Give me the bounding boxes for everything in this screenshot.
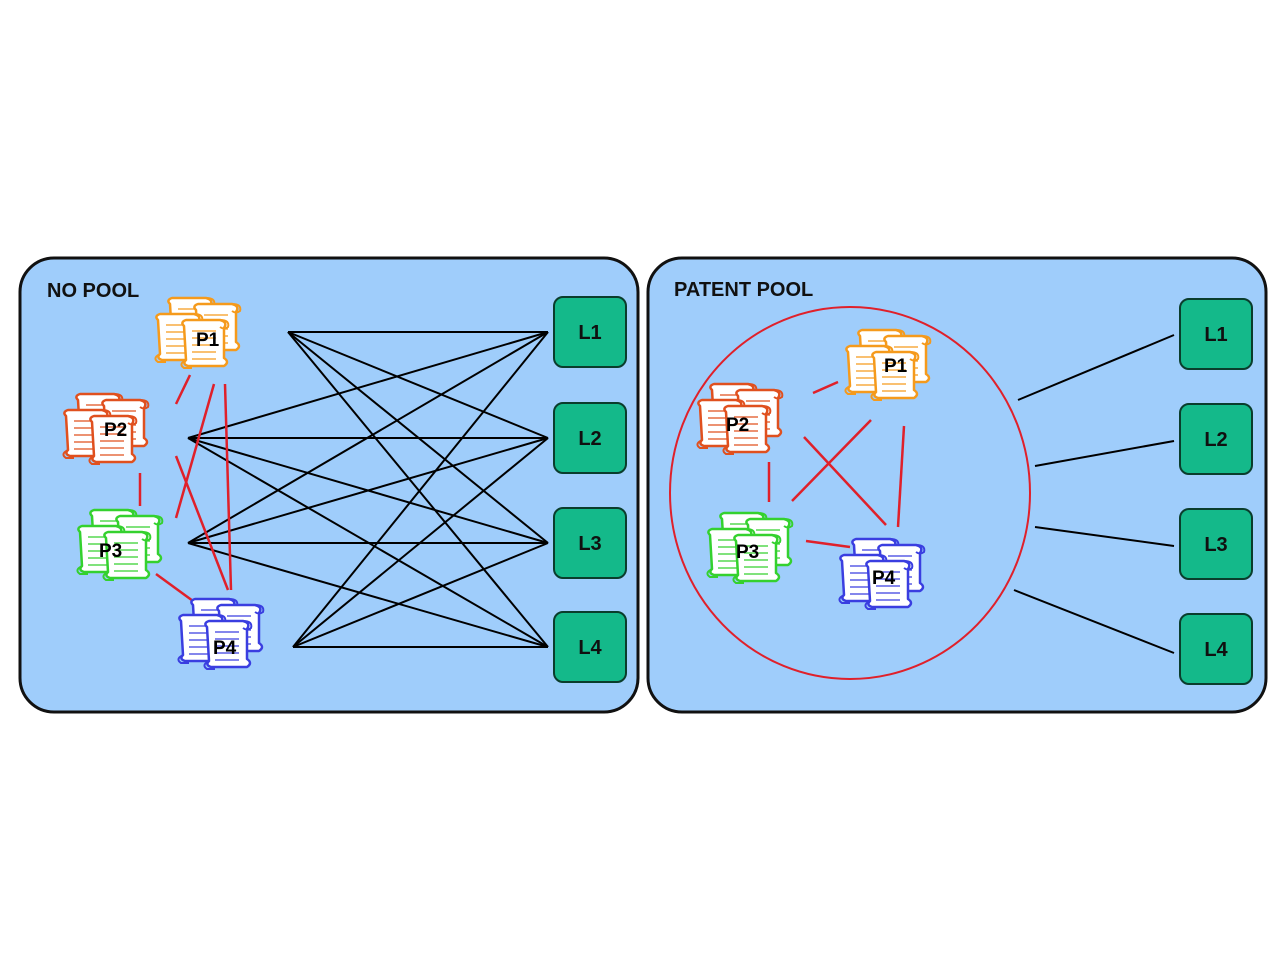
scroll-sheet (870, 350, 920, 401)
patent-scroll-stack-icon (844, 328, 932, 401)
link-pool-l4 (1013, 589, 1175, 654)
patent-label: P1 (884, 356, 908, 377)
no-pool-licensee-l3: L3 (553, 507, 627, 579)
cross-p1-p3 (174, 383, 216, 519)
link-pool-l1 (1017, 334, 1175, 401)
patent-scroll-stack-icon (154, 296, 242, 369)
cross-p2-p4 (803, 436, 887, 526)
pool-licensee-l3: L3 (1179, 508, 1253, 580)
cross-p2-p1 (812, 380, 839, 395)
licensee-box (1179, 403, 1253, 475)
link-p2-l1 (187, 331, 549, 439)
link-p4-l3 (292, 542, 549, 648)
pool-cross-links (767, 380, 906, 549)
patent-scroll-stack-icon (76, 508, 164, 581)
licensee-box (1179, 508, 1253, 580)
licensee-label: L1 (1204, 324, 1227, 346)
no-pool-panel-background (18, 256, 640, 714)
cross-p1-p4 (223, 383, 233, 591)
link-p3-l1 (187, 331, 549, 544)
patent-pool-title: PATENT POOL (674, 279, 813, 301)
pool-patent-p3: P3 (706, 511, 794, 584)
pool-patent-p2: P2 (696, 382, 784, 455)
link-p4-l1 (292, 331, 549, 648)
cross-p1-p3 (791, 419, 872, 502)
scroll-sheet (88, 414, 138, 465)
pool-license-links (1013, 334, 1175, 654)
no-pool-cross-links (138, 374, 233, 603)
scroll-sheet (102, 530, 152, 581)
licensee-box (553, 611, 627, 683)
licensee-box (553, 296, 627, 368)
link-pool-l3 (1034, 526, 1175, 547)
patent-pool-panel-background (646, 256, 1268, 714)
patent-label: P4 (872, 568, 896, 589)
link-p3-l2 (187, 437, 549, 544)
no-pool-licensee-l1: L1 (553, 296, 627, 368)
pool-licensee-l2: L2 (1179, 403, 1253, 475)
scroll-sheet (722, 404, 772, 455)
patent-label: P2 (104, 420, 127, 441)
licensee-box (1179, 613, 1253, 685)
licensee-label: L3 (578, 533, 601, 555)
licensee-label: L2 (1204, 429, 1227, 451)
link-p1-l4 (287, 331, 549, 648)
cross-p1-p2 (174, 374, 192, 405)
pool-boundary-circle (669, 306, 1031, 680)
no-pool-patent-p2: P2 (62, 392, 150, 465)
no-pool-patent-p3: P3 (76, 508, 164, 581)
licensee-box (553, 402, 627, 474)
no-pool-licensee-l2: L2 (553, 402, 627, 474)
licensee-label: L3 (1204, 534, 1227, 556)
patent-scroll-stack-icon (706, 511, 794, 584)
pool-licensee-l4: L4 (1179, 613, 1253, 685)
patent-pool-panel: PATENT POOL P1 P2 (646, 256, 1268, 714)
no-pool-patent-p1: P1 (154, 296, 242, 369)
scroll-sheet (732, 533, 782, 584)
cross-p3-p4 (155, 572, 194, 603)
patent-scroll-stack-icon (62, 392, 150, 465)
no-pool-patent-p4: P4 (177, 597, 265, 670)
scroll-sheet (180, 318, 230, 369)
scroll-sheet (203, 619, 253, 670)
licensee-label: L4 (1204, 639, 1228, 661)
patent-scroll-stack-icon (696, 382, 784, 455)
licensee-label: L2 (578, 428, 601, 450)
licensee-box (553, 507, 627, 579)
patent-label: P3 (99, 541, 122, 562)
no-pool-panel: NO POOL (18, 256, 640, 714)
link-p4-l2 (292, 437, 549, 648)
patent-label: P3 (736, 542, 759, 563)
cross-p3-p4 (805, 539, 851, 549)
scroll-sheet (864, 559, 914, 610)
no-pool-title: NO POOL (47, 280, 139, 302)
patent-label: P4 (213, 638, 237, 659)
cross-p2-p4 (174, 455, 230, 591)
patent-scroll-stack-icon (838, 537, 926, 610)
licensee-label: L4 (578, 637, 602, 659)
pool-licensee-l1: L1 (1179, 298, 1253, 370)
licensee-label: L1 (578, 322, 601, 344)
patent-label: P1 (196, 330, 220, 351)
link-p3-l4 (187, 542, 549, 648)
link-p1-l2 (287, 331, 549, 439)
patent-label: P2 (726, 415, 749, 436)
no-pool-licensee-l4: L4 (553, 611, 627, 683)
link-pool-l2 (1034, 440, 1175, 467)
no-pool-license-links (187, 331, 549, 648)
pool-patent-p1: P1 (844, 328, 932, 401)
patent-scroll-stack-icon (177, 597, 265, 670)
pool-patent-p4: P4 (838, 537, 926, 610)
licensee-box (1179, 298, 1253, 370)
cross-p1-p4 (896, 425, 906, 528)
